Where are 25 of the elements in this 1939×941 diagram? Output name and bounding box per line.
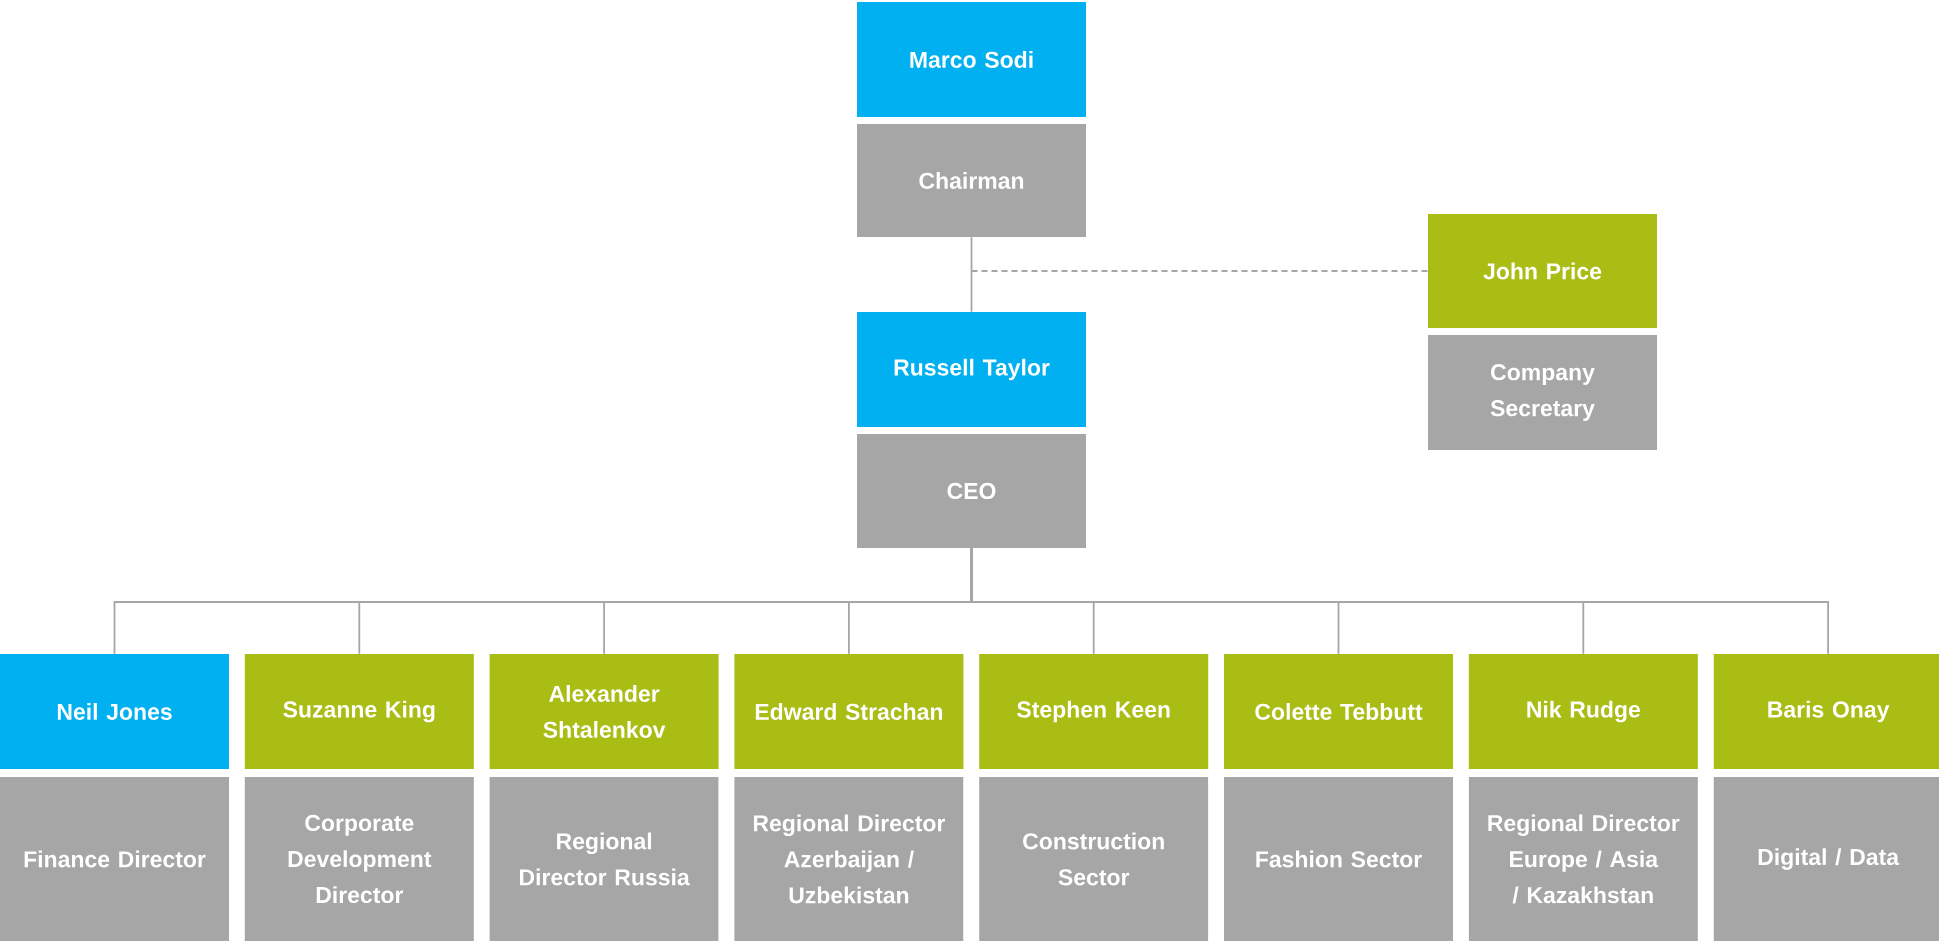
person-box: Edward Strachan: [734, 654, 964, 769]
role-box: Finance Director: [0, 777, 229, 941]
role-box: Company Secretary: [1428, 335, 1657, 450]
role-box: Construction Sector: [979, 777, 1209, 941]
person-box: Alexander Shtalenkov: [489, 654, 719, 769]
role-box: Regional Director Europe / Asia / Kazakhstan: [1468, 777, 1698, 941]
connector-line: [970, 236, 973, 313]
role-box: Corporate Development Director: [244, 777, 474, 941]
role-box: Chairman: [857, 124, 1086, 237]
connector-line: [970, 547, 1829, 655]
connector-line: [970, 270, 1429, 272]
person-box: Russell Taylor: [857, 312, 1086, 427]
person-box: Suzanne King: [244, 654, 474, 769]
person-box: Neil Jones: [0, 654, 229, 769]
role-box: Regional Director Azerbaijan / Uzbekistan: [734, 777, 964, 941]
role-box: CEO: [857, 434, 1086, 548]
role-box: Regional Director Russia: [489, 777, 719, 941]
person-box: Marco Sodi: [857, 2, 1086, 117]
role-box: Digital / Data: [1713, 777, 1939, 941]
person-box: Colette Tebbutt: [1224, 654, 1453, 769]
person-box: Baris Onay: [1713, 654, 1939, 769]
person-box: Nik Rudge: [1468, 654, 1698, 769]
role-box: Fashion Sector: [1224, 777, 1453, 941]
person-box: John Price: [1428, 214, 1657, 328]
person-box: Stephen Keen: [979, 654, 1209, 769]
